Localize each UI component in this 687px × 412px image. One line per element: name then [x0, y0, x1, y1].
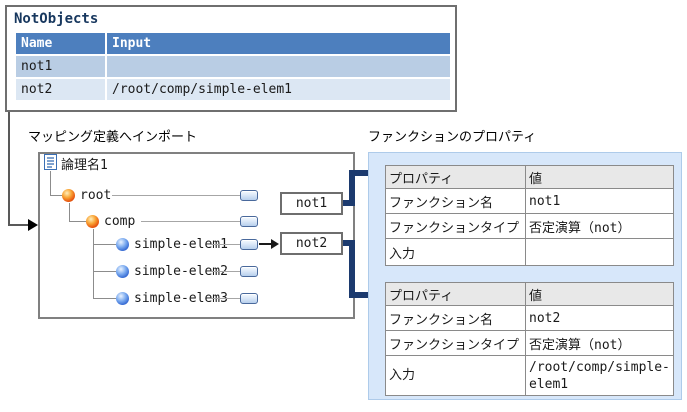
tree-node-simple-elem1: simple-elem1 — [134, 237, 228, 252]
function-box-not1: not1 — [280, 192, 343, 215]
tree-connector — [50, 171, 51, 196]
header-value: 値 — [525, 282, 674, 306]
table-row: not1 — [14, 54, 452, 79]
property-value — [525, 238, 674, 266]
port-line — [141, 221, 240, 222]
simple-node-icon — [116, 265, 129, 278]
property-header-row: プロパティ 値 — [385, 165, 674, 189]
port-line — [207, 244, 240, 245]
notobjects-header-row: Name Input — [14, 31, 452, 56]
header-property: プロパティ — [385, 165, 526, 189]
mapping-port-icon — [240, 266, 258, 277]
simple-node-icon — [116, 238, 129, 251]
complex-node-icon — [62, 189, 75, 202]
property-table-not2: プロパティ 値 ファンクション名 not2 ファンクションタイプ 否定演算（no… — [385, 282, 674, 396]
property-row: ファンクションタイプ 否定演算（not） — [385, 213, 674, 239]
mapping-port-icon — [240, 293, 258, 304]
property-value: /root/comp/simple-elem1 — [525, 355, 674, 396]
table-row: not2 /root/comp/simple-elem1 — [14, 77, 452, 102]
mapping-port-icon — [240, 216, 258, 227]
cell-name: not1 — [14, 54, 107, 79]
property-row: ファンクション名 not2 — [385, 305, 674, 331]
mapping-port-icon — [240, 190, 258, 201]
port-line — [207, 298, 240, 299]
complex-node-icon — [86, 215, 99, 228]
cell-name: not2 — [14, 77, 107, 102]
mapping-tree-label: マッピング定義へインポート — [28, 130, 198, 145]
notobjects-box: NotObjects Name Input not1 not2 /root/co… — [5, 5, 457, 112]
property-row: 入力 /root/comp/simple-elem1 — [385, 355, 674, 396]
property-name: ファンクションタイプ — [385, 213, 526, 239]
tree-node-root: root — [80, 188, 112, 203]
property-row: ファンクション名 not1 — [385, 188, 674, 214]
header-value: 値 — [525, 165, 674, 189]
tree-connector — [93, 298, 116, 299]
cell-input: /root/comp/simple-elem1 — [105, 77, 452, 102]
property-name: ファンクション名 — [385, 305, 526, 331]
document-icon — [44, 154, 57, 170]
property-name: ファンクション名 — [385, 188, 526, 214]
mapping-port-icon — [240, 239, 258, 250]
port-line — [112, 195, 240, 196]
property-value: not1 — [525, 188, 674, 214]
tree-node-simple-elem3: simple-elem3 — [134, 291, 228, 306]
notobjects-title: NotObjects — [14, 11, 99, 27]
arrowhead-icon — [28, 219, 38, 231]
property-table-not1: プロパティ 値 ファンクション名 not1 ファンクションタイプ 否定演算（no… — [385, 165, 674, 266]
property-value: not2 — [525, 305, 674, 331]
header-property: プロパティ — [385, 282, 526, 306]
property-row: 入力 — [385, 238, 674, 266]
tree-node-simple-elem2: simple-elem2 — [134, 264, 228, 279]
property-value: 否定演算（not） — [525, 330, 674, 356]
properties-panel-label: ファンクションのプロパティ — [368, 130, 537, 145]
tree-connector — [50, 195, 62, 196]
property-row: ファンクションタイプ 否定演算（not） — [385, 330, 674, 356]
column-header-name: Name — [14, 31, 107, 56]
property-value: 否定演算（not） — [525, 213, 674, 239]
tree-connector — [69, 203, 70, 222]
tree-connector — [93, 244, 116, 245]
port-line — [207, 271, 240, 272]
column-header-input: Input — [105, 31, 452, 56]
tree-connector — [93, 229, 94, 299]
property-name: 入力 — [385, 238, 526, 266]
notobjects-table: Name Input not1 not2 /root/comp/simple-e… — [14, 31, 452, 102]
tree-connector — [93, 271, 116, 272]
arrowhead-icon — [271, 239, 279, 249]
function-box-not2: not2 — [280, 232, 343, 255]
cell-input — [105, 54, 452, 79]
property-header-row: プロパティ 値 — [385, 282, 674, 306]
tree-node-schema-root: 論理名1 — [61, 158, 108, 173]
tree-connector — [69, 221, 86, 222]
simple-node-icon — [116, 292, 129, 305]
tree-node-comp: comp — [104, 214, 136, 229]
property-name: ファンクションタイプ — [385, 330, 526, 356]
property-name: 入力 — [385, 355, 526, 396]
